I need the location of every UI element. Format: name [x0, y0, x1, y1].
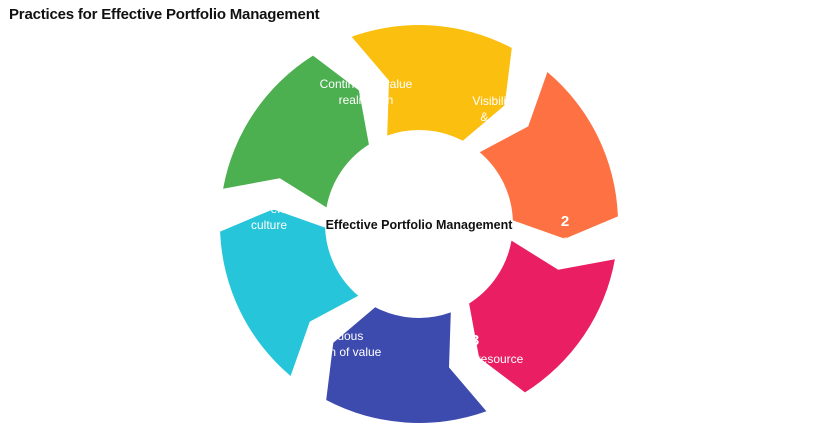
segment-6-arrow [223, 55, 369, 208]
segment-3-arrow [469, 240, 615, 393]
segment-3-label-line: Adaptive resource [427, 352, 524, 366]
segment-4-label-line: execution of value [285, 345, 382, 359]
segment-4-number: 4 [329, 309, 338, 326]
page-title: Practices for Effective Portfolio Manage… [9, 6, 320, 23]
segment-6-label-line: Continuous value [320, 77, 413, 91]
segment-3-number: 3 [471, 332, 479, 349]
segment-4-label-line: Continuous [303, 329, 364, 343]
segment-1-arrow [351, 25, 512, 141]
segment-5-arrow [220, 209, 359, 376]
segment-5-label-line: culture [251, 218, 287, 232]
segment-6-number: 6 [362, 57, 370, 74]
segment-4-arrow [326, 307, 487, 423]
segment-1-number: 1 [511, 74, 519, 91]
segment-2-arrow [479, 72, 618, 239]
segment-2-label-line: prioritization [533, 249, 598, 263]
segment-6-label-line: realization [339, 93, 394, 107]
segment-2-label-line: Customer-driven [521, 233, 610, 247]
segment-5-number: 5 [265, 182, 273, 199]
center-label: Effective Portfolio Management [326, 218, 514, 232]
segment-3-label-line: allocation [450, 368, 501, 382]
segment-5-label-line: Change-enabled [225, 202, 314, 216]
segment-2-number: 2 [561, 213, 569, 230]
